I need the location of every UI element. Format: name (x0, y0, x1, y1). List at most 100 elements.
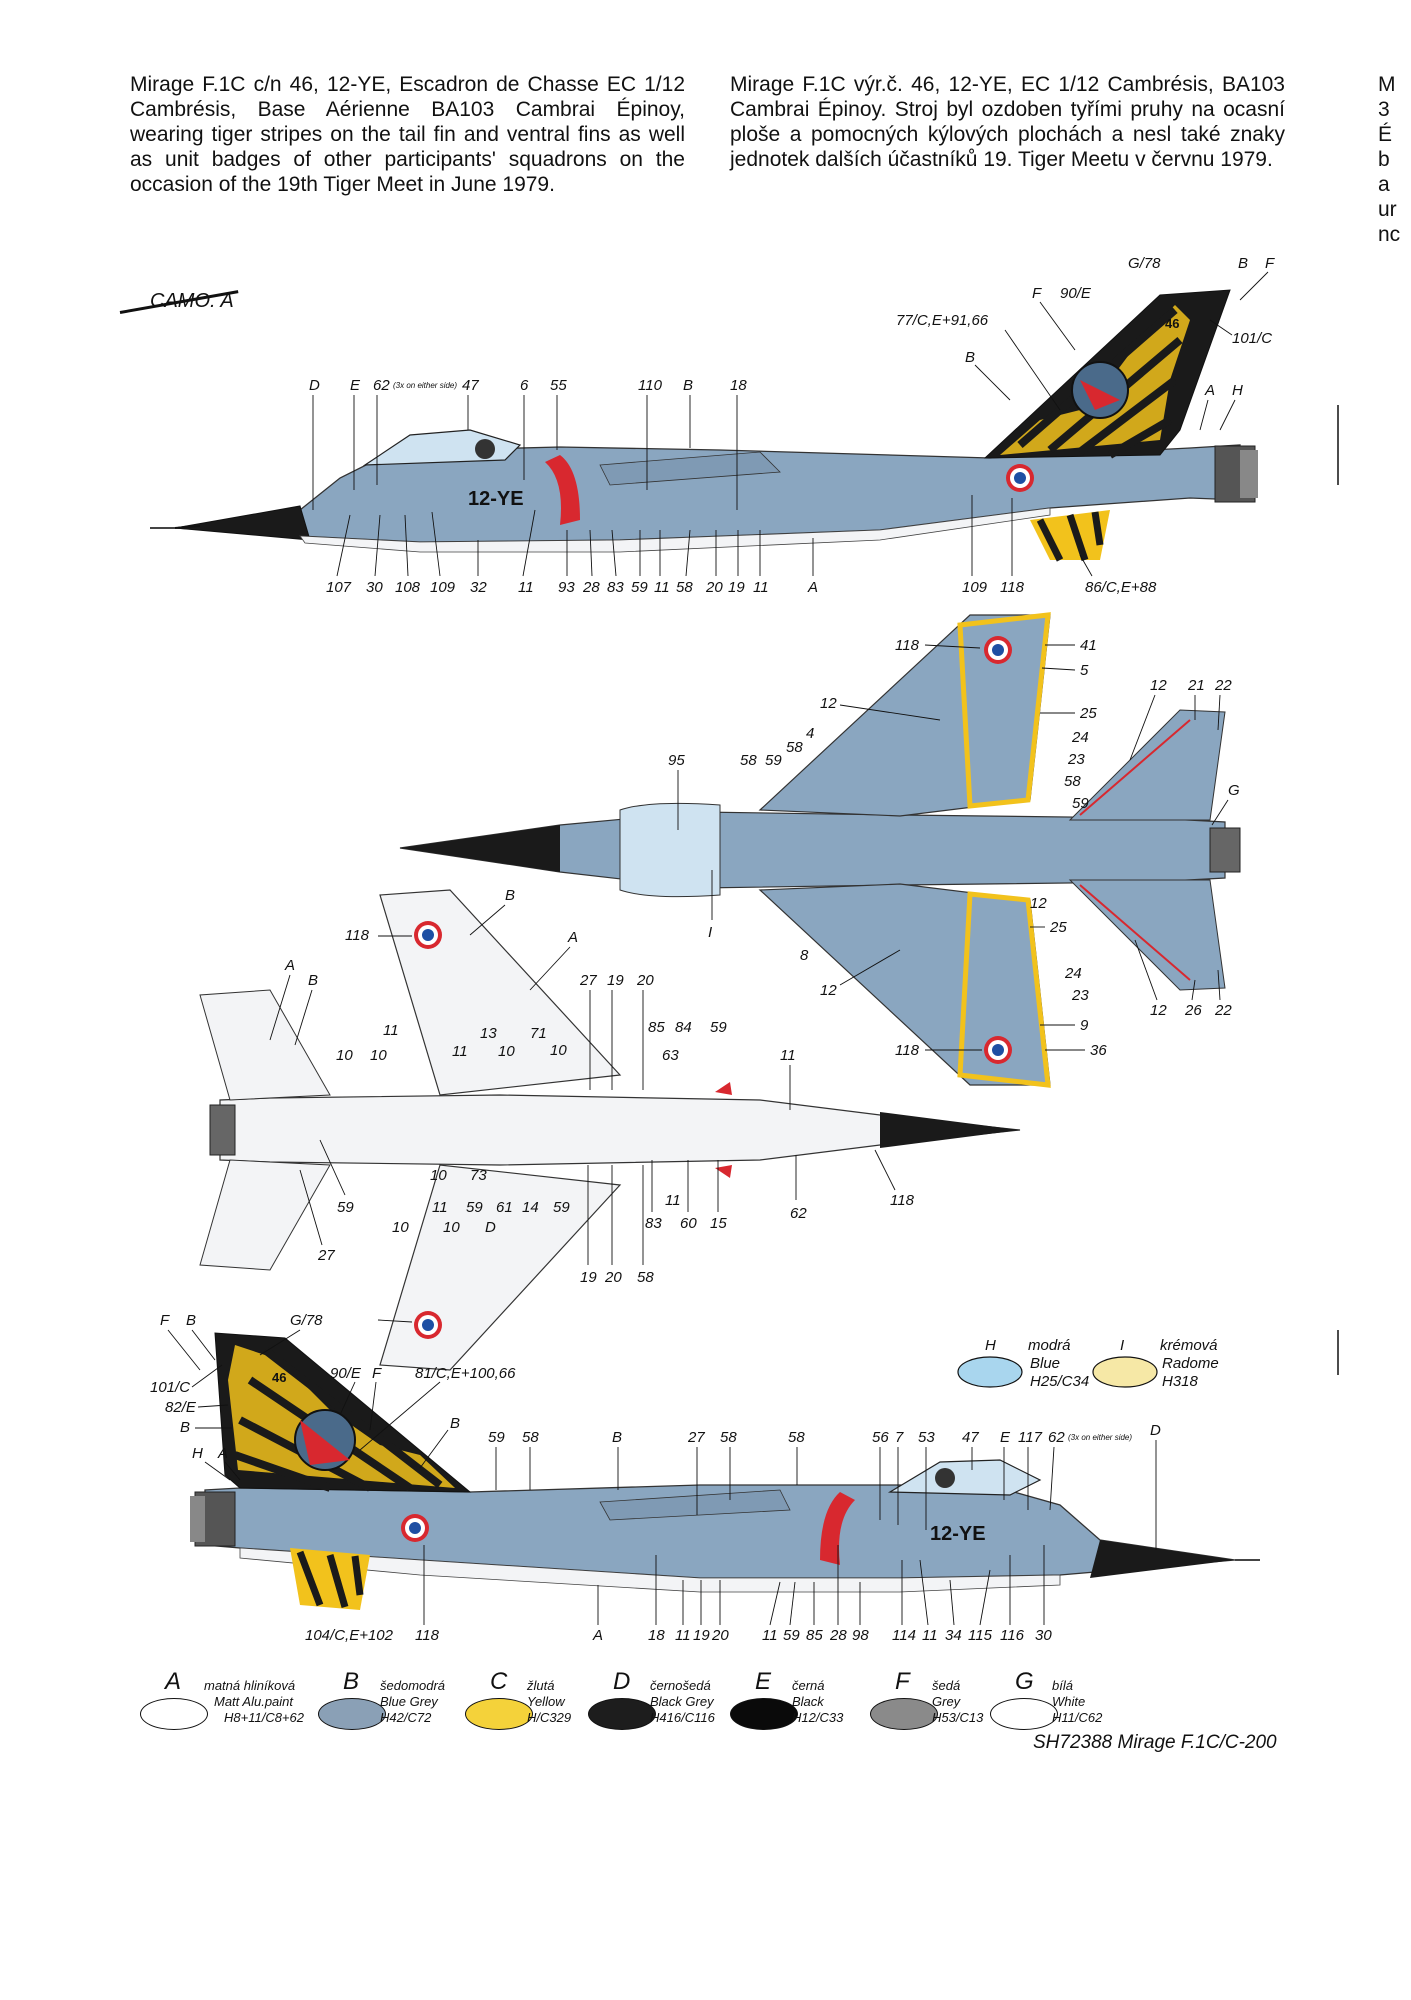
callout: 53 (918, 1429, 935, 1446)
callout: A (284, 957, 295, 974)
callout: 10 (550, 1042, 567, 1059)
legend-swatch (588, 1698, 656, 1730)
callout: 10 (430, 1167, 447, 1184)
color-swatch-h (957, 1356, 1023, 1388)
callout: 63 (662, 1047, 679, 1064)
callout: 27 (687, 1429, 705, 1446)
callout: 60 (680, 1215, 697, 1232)
cut-text-line: nc (1378, 223, 1401, 246)
callout: 58 (676, 579, 693, 596)
callout: 58 (786, 739, 803, 756)
callout: 28 (582, 579, 600, 596)
callout: B (186, 1312, 196, 1329)
aircraft-code-right: 12-YE (930, 1523, 986, 1545)
legend-cz: žlutá (527, 1678, 555, 1693)
callout: B (1238, 255, 1248, 272)
callout: G (1228, 782, 1240, 799)
fin-number-left: 46 (1165, 316, 1179, 331)
callout: 10 (336, 1047, 353, 1064)
callout: 20 (636, 972, 654, 989)
callout: 58 (788, 1429, 805, 1446)
legend-key: C (490, 1668, 508, 1695)
legend-en: White (1052, 1694, 1086, 1709)
callout: 58 (720, 1429, 737, 1446)
callout: 11 (675, 1627, 691, 1644)
aircraft-code-left: 12-YE (468, 488, 524, 510)
callout: 4 (806, 725, 814, 742)
callout: F (1265, 255, 1275, 272)
callout: 14 (522, 1199, 539, 1216)
callouts-view4-top: F B G/78 101/C 90/E F 82/E 81/C,E+100,66… (150, 1312, 1161, 1550)
callout: 118 (895, 1042, 920, 1059)
callout: 77/C,E+91,66 (896, 312, 989, 329)
cut-text-line: a (1378, 173, 1390, 196)
callout: 11 (518, 579, 534, 596)
callout: D (1150, 1422, 1161, 1439)
cut-text-line: É (1378, 123, 1393, 146)
legend-swatch (140, 1698, 208, 1730)
legend-key: F (895, 1668, 910, 1695)
callout: 59 (783, 1627, 800, 1644)
callout: 108 (395, 579, 421, 596)
callout: 90/E (330, 1365, 362, 1382)
callout: 12 (1030, 895, 1047, 912)
top-view (399, 612, 1241, 1088)
callout: B (612, 1429, 622, 1446)
legend-en: Blue Grey (380, 1694, 438, 1709)
callout: 22 (1214, 677, 1232, 694)
callout: 11 (654, 579, 670, 596)
callout: 8 (800, 947, 809, 964)
legend-code: H8+11/C8+62 (224, 1710, 304, 1725)
callout: 47 (962, 1429, 979, 1446)
legend-en: Black (792, 1694, 824, 1709)
callout: 10 (370, 1047, 387, 1064)
callouts-view1-top: D E 62 (3x on either side) 47 6 55 110 B… (309, 255, 1275, 510)
callout: 118 (1000, 579, 1025, 596)
legend-en: Matt Alu.paint (214, 1694, 294, 1709)
callout: 47 (462, 377, 479, 394)
callouts-view2: 118 41 5 12 25 24 23 58 59 95 58 59 58 4… (668, 637, 1240, 1059)
callout: 58 (522, 1429, 539, 1446)
legend-cz: šedá (932, 1678, 961, 1693)
callout: 93 (558, 579, 575, 596)
callout: 71 (530, 1025, 547, 1042)
callout: 101/C (150, 1379, 190, 1396)
legend-cz: černá (792, 1678, 825, 1693)
legend-swatch (870, 1698, 938, 1730)
underside-view (199, 889, 1021, 1371)
color-cz: modrá (1028, 1337, 1071, 1354)
legend-code: H11/C62 (1052, 1710, 1103, 1725)
callout: 30 (366, 579, 383, 596)
callouts-view3: B 118 A A B 27 19 20 11 10 10 13 11 10 7… (269, 887, 915, 1323)
callout: 7 (895, 1429, 904, 1446)
callout: B (505, 887, 515, 904)
callout: 22 (1214, 1002, 1232, 1019)
callout: A (217, 1445, 228, 1462)
callout: 25 (1079, 705, 1097, 722)
callout: 107 (326, 579, 352, 596)
callout: 62 (373, 377, 390, 394)
callout: 20 (705, 579, 723, 596)
callout: 27 (317, 1247, 335, 1264)
callout: 5 (1080, 662, 1089, 679)
callout: 56 (872, 1429, 889, 1446)
legend-en: Yellow (527, 1694, 565, 1709)
callout: F (1032, 285, 1042, 302)
callout: 12 (1150, 677, 1167, 694)
callout: 55 (550, 377, 567, 394)
callout: 118 (345, 927, 370, 944)
callout: 84 (675, 1019, 692, 1036)
callout: 58 (637, 1269, 654, 1286)
callout: 24 (1071, 729, 1089, 746)
legend-swatch (990, 1698, 1058, 1730)
callout: 114 (892, 1627, 916, 1644)
legend-code: H416/C116 (650, 1710, 715, 1725)
callout: 85 (806, 1627, 823, 1644)
callout: 118 (895, 637, 920, 654)
callout: B (683, 377, 693, 394)
callout: 19 (728, 579, 745, 596)
color-cz: krémová (1160, 1337, 1218, 1354)
callout: 11 (922, 1627, 938, 1644)
callout: F (372, 1365, 382, 1382)
callout: 25 (1049, 919, 1067, 936)
